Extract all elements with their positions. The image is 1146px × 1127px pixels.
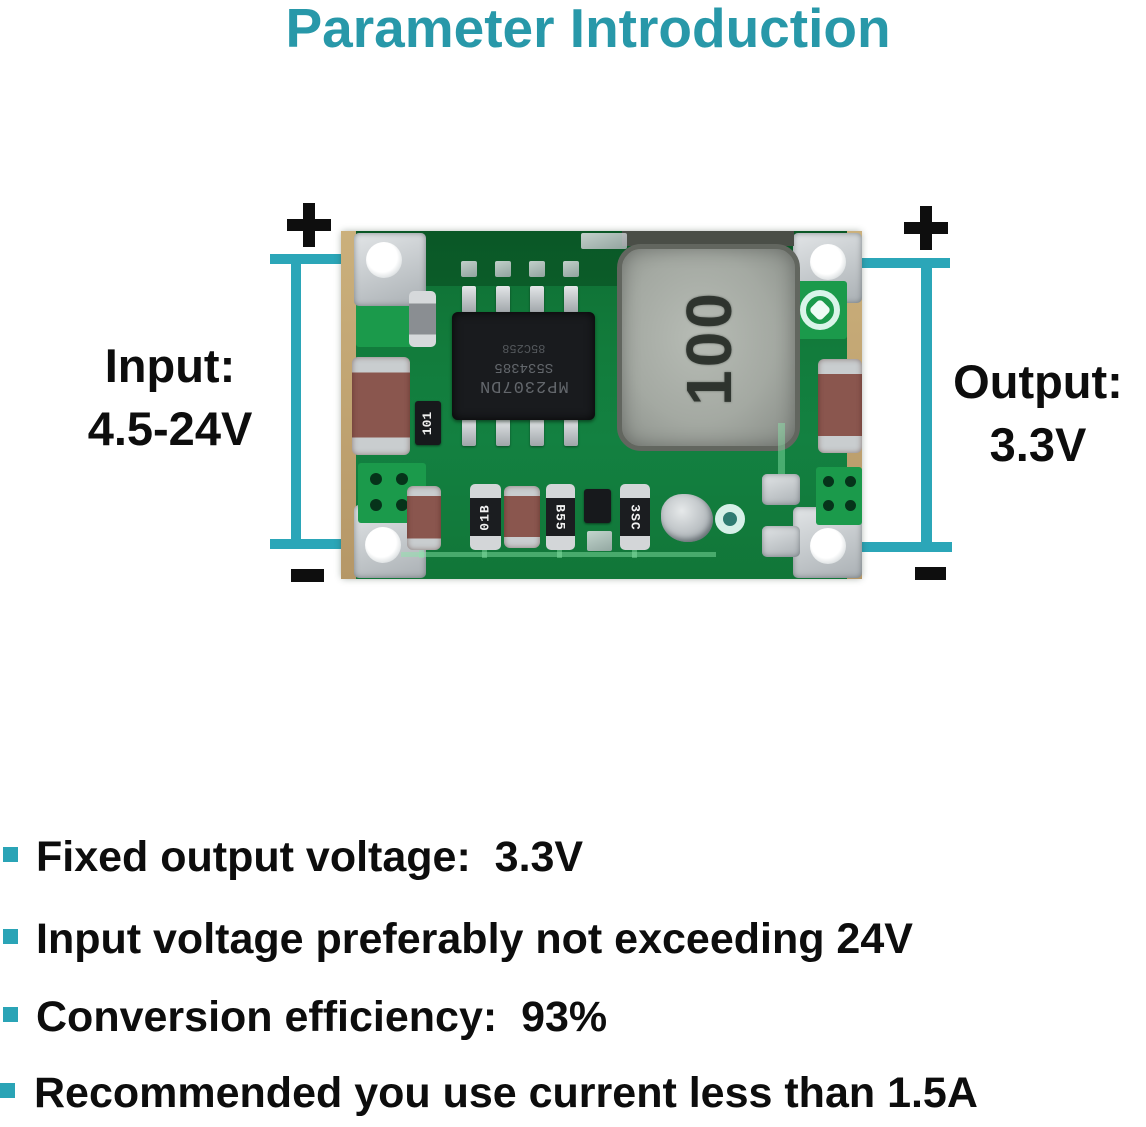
pcb-trace	[419, 546, 424, 558]
solder-pad	[587, 531, 612, 551]
ic-pin	[564, 419, 578, 446]
page-title: Parameter Introduction	[285, 0, 891, 59]
input-label: Input: 4.5-24V	[45, 334, 295, 460]
via-hole	[845, 476, 856, 487]
solder-pad	[581, 233, 627, 249]
output-label-line1: Output:	[953, 355, 1123, 408]
resistor-101: 101	[415, 401, 441, 445]
resistor-3sc: 3SC	[620, 484, 650, 550]
via-hole	[823, 476, 834, 487]
bullet-row: Recommended you use current less than 1.…	[0, 1066, 1146, 1120]
input-label-line2: 4.5-24V	[87, 402, 253, 455]
pcb-trace	[557, 546, 562, 558]
bullet-square-icon	[0, 1083, 15, 1098]
ic-pin	[530, 419, 544, 446]
bullet-square-icon	[3, 847, 18, 862]
input-bracket-bottom-line	[270, 539, 358, 549]
output-bracket-vertical-line	[921, 258, 932, 552]
pcb-edge-left	[341, 231, 356, 579]
resistor-01b-marking: 01B	[478, 503, 493, 531]
ic-pin	[530, 286, 544, 313]
ic-chip: MP2307DN S534385 85C258	[452, 312, 595, 420]
input-bracket-top-line	[270, 254, 358, 264]
bullet-text-4: Recommended you use current less than 1.…	[34, 1069, 978, 1117]
via-ring-icon	[715, 504, 745, 534]
inductor: 100	[617, 244, 800, 451]
solder-pad	[461, 261, 477, 277]
input-label-line1: Input:	[104, 339, 236, 392]
via-hole	[396, 473, 408, 485]
ic-pin	[462, 286, 476, 313]
mounting-hole-top-right	[810, 244, 846, 280]
resistor-01b: 01B	[470, 484, 501, 550]
solder-pad-right-upper	[762, 474, 800, 505]
bullet-square-icon	[3, 1007, 18, 1022]
bullet-row: Fixed output voltage: 3.3V	[0, 830, 1146, 884]
inductor-marking: 100	[672, 289, 745, 406]
plus-icon-right	[904, 206, 948, 250]
bullet-text-2: Input voltage preferably not exceeding 2…	[36, 915, 913, 963]
pcb-board: 100 MP2307DN S534385 85C258 101	[341, 231, 862, 579]
via-hole	[396, 499, 408, 511]
solder-pad	[495, 261, 511, 277]
ic-marking-line2: S534385	[494, 358, 553, 375]
ic-pin	[564, 286, 578, 313]
input-bracket-vertical-line	[291, 254, 301, 549]
via-hole	[370, 499, 382, 511]
pcb-trace	[632, 546, 637, 558]
bullet-text-1: Fixed output voltage: 3.3V	[36, 833, 584, 881]
screw-head-icon	[800, 290, 840, 330]
ic-marking-line1: MP2307DN	[478, 375, 569, 395]
ic-pin	[496, 286, 510, 313]
inductor-shadow	[622, 231, 794, 246]
minus-icon-left	[291, 569, 324, 582]
via-grid-right	[816, 467, 862, 525]
solder-blob	[661, 494, 713, 542]
capacitor-large-left	[352, 357, 410, 455]
resistor-b55-marking: B55	[553, 503, 568, 531]
bullet-text-3: Conversion efficiency: 93%	[36, 993, 608, 1041]
bullet-row: Input voltage preferably not exceeding 2…	[0, 912, 1146, 966]
screw-terminal-patch	[793, 281, 847, 339]
via-hole	[823, 500, 834, 511]
resistor-3sc-marking: 3SC	[627, 503, 643, 531]
mounting-hole-top-left	[366, 242, 402, 278]
via-hole	[845, 500, 856, 511]
pcb-trace	[482, 546, 487, 558]
capacitor-small-gray	[409, 291, 436, 347]
minus-icon-right	[915, 567, 946, 580]
resistor-101-marking: 101	[420, 411, 436, 435]
output-bracket-bottom-line	[860, 542, 952, 552]
resistor-b55: B55	[546, 484, 575, 550]
chip-small	[584, 489, 611, 523]
ic-marking: MP2307DN S534385 85C258	[479, 338, 569, 395]
solder-pad	[563, 261, 579, 277]
bullet-row: Conversion efficiency: 93%	[0, 990, 1146, 1044]
mounting-hole-bottom-left	[365, 527, 401, 563]
capacitor-small-1	[407, 486, 441, 550]
solder-pad	[529, 261, 545, 277]
ic-marking-line3: 85C258	[501, 340, 546, 355]
pcb-trace	[401, 552, 716, 557]
pcb-trace	[778, 423, 785, 475]
mounting-hole-bottom-right	[810, 528, 846, 564]
plus-icon-left	[287, 203, 331, 247]
solder-pad-right-lower	[762, 526, 800, 557]
capacitor-small-2	[504, 486, 540, 548]
ic-pin	[462, 419, 476, 446]
output-label: Output: 3.3V	[930, 350, 1146, 476]
ic-pin	[496, 419, 510, 446]
bullet-square-icon	[3, 929, 18, 944]
output-label-line2: 3.3V	[989, 418, 1087, 471]
output-bracket-top-line	[860, 258, 950, 268]
via-hole	[370, 473, 382, 485]
capacitor-large-right	[818, 359, 862, 453]
